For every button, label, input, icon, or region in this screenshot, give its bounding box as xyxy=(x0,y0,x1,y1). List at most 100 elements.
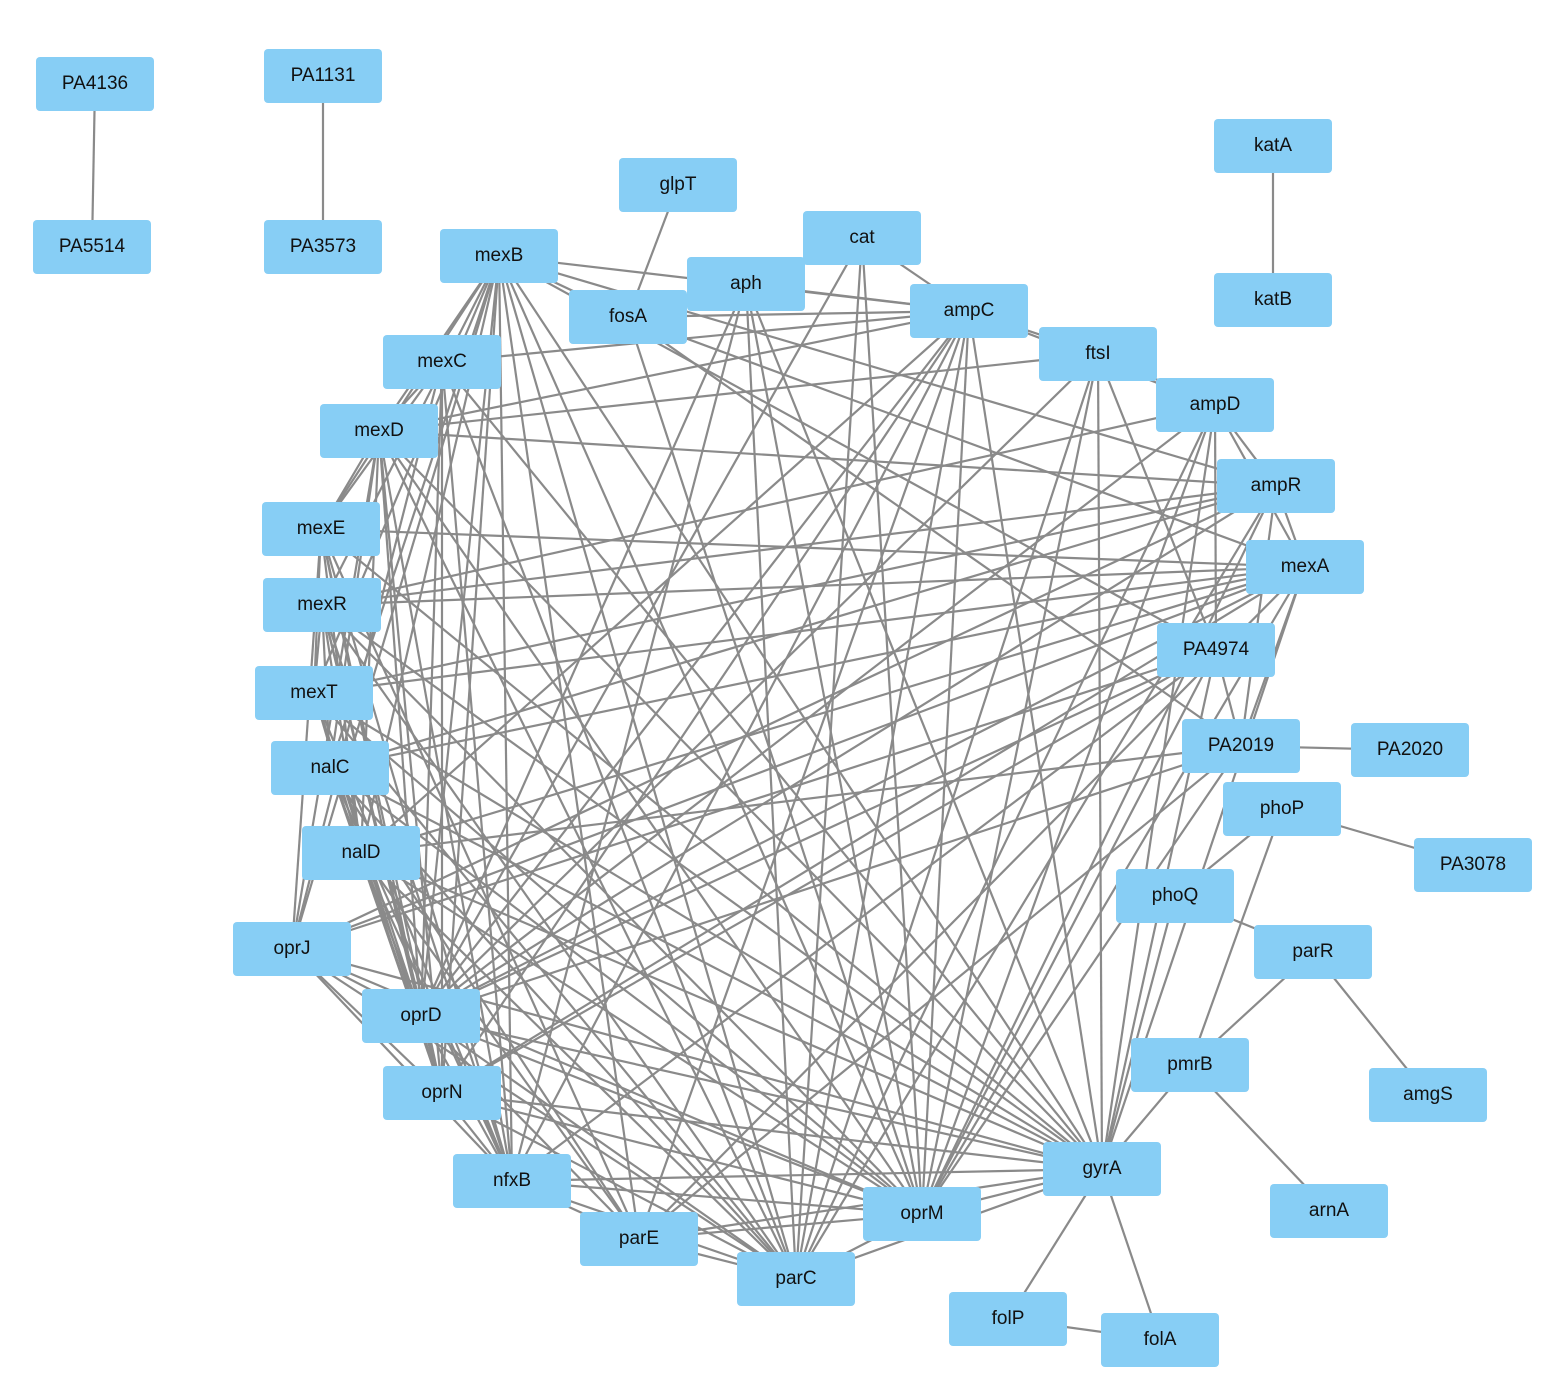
node-pa1131[interactable]: PA1131 xyxy=(264,49,382,103)
node-pa2020[interactable]: PA2020 xyxy=(1351,723,1469,777)
edge-ftsI-parC xyxy=(794,353,1100,1280)
edge-nalD-parC xyxy=(360,852,797,1280)
edge-ampR-mexR xyxy=(321,484,1277,607)
node-arna[interactable]: arnA xyxy=(1270,1184,1388,1238)
edge-mexA-nalC xyxy=(329,565,1306,770)
edge-ampR-nalC xyxy=(329,484,1277,770)
node-mexa[interactable]: mexA xyxy=(1246,540,1364,594)
node-pare[interactable]: parE xyxy=(580,1212,698,1266)
node-mexd[interactable]: mexD xyxy=(320,404,438,458)
node-pa3573[interactable]: PA3573 xyxy=(264,220,382,274)
edge-ampR-oprJ xyxy=(291,485,1277,950)
edge-mexB-oprM xyxy=(497,255,924,1215)
node-nald[interactable]: nalD xyxy=(302,826,420,880)
edge-mexA-oprJ xyxy=(291,565,1306,951)
node-folp[interactable]: folP xyxy=(949,1292,1067,1346)
node-ampc[interactable]: ampC xyxy=(910,284,1028,338)
node-glpt[interactable]: glpT xyxy=(619,158,737,212)
node-mexe[interactable]: mexE xyxy=(262,502,380,556)
node-mexb[interactable]: mexB xyxy=(440,229,558,283)
node-pa4974[interactable]: PA4974 xyxy=(1157,623,1275,677)
edge-mexE-parE xyxy=(319,528,641,1240)
edge-cat-oprD xyxy=(420,237,863,1017)
node-nalc[interactable]: nalC xyxy=(271,741,389,795)
node-oprj[interactable]: oprJ xyxy=(233,922,351,976)
node-phop[interactable]: phoP xyxy=(1223,782,1341,836)
node-gyra[interactable]: gyrA xyxy=(1043,1142,1161,1196)
edge-fosA-oprM xyxy=(626,316,924,1215)
node-oprd[interactable]: oprD xyxy=(362,989,480,1043)
edge-oprD-oprM xyxy=(420,1014,923,1216)
edge-PA2019-parE xyxy=(638,745,1242,1240)
edge-mexR-oprM xyxy=(321,604,923,1215)
node-kata[interactable]: katA xyxy=(1214,119,1332,173)
edge-oprJ-nfxB xyxy=(291,948,513,1182)
edge-pmrB-phoP xyxy=(1188,808,1284,1066)
edge-oprJ-gyrA xyxy=(291,947,1103,1171)
edge-ampC-mexD xyxy=(378,309,970,433)
node-mext[interactable]: mexT xyxy=(255,666,373,720)
edge-oprN-oprM xyxy=(441,1091,923,1216)
edge-ampD-gyrA xyxy=(1100,404,1217,1170)
edge-nalD-parE xyxy=(360,852,640,1240)
edge-mexB-nfxB xyxy=(497,255,514,1182)
edge-cat-oprM xyxy=(860,237,924,1215)
edge-ampC-nfxB xyxy=(511,310,970,1182)
edge-mexD-gyrA xyxy=(378,430,1103,1170)
edge-ampR-mexT xyxy=(313,484,1277,695)
edge-nfxB-oprM xyxy=(511,1179,923,1216)
node-pmrb[interactable]: pmrB xyxy=(1131,1038,1249,1092)
node-mexc[interactable]: mexC xyxy=(383,335,501,389)
edge-ampD-oprD xyxy=(420,404,1216,1017)
node-pa2019[interactable]: PA2019 xyxy=(1182,719,1300,773)
node-cat[interactable]: cat xyxy=(803,211,921,265)
node-oprm[interactable]: oprM xyxy=(863,1187,981,1241)
node-katb[interactable]: katB xyxy=(1214,273,1332,327)
edge-mexA-parE xyxy=(638,566,1306,1240)
edge-mexR-parC xyxy=(321,604,797,1280)
node-parc[interactable]: parC xyxy=(737,1252,855,1306)
node-oprn[interactable]: oprN xyxy=(383,1066,501,1120)
node-mexr[interactable]: mexR xyxy=(263,578,381,632)
node-fosa[interactable]: fosA xyxy=(569,290,687,344)
edge-nalC-gyrA xyxy=(329,767,1103,1170)
node-pa3078[interactable]: PA3078 xyxy=(1414,838,1532,892)
edge-oprN-parC xyxy=(441,1092,797,1280)
node-fola[interactable]: folA xyxy=(1101,1313,1219,1367)
edge-mexR-gyrA xyxy=(321,604,1103,1170)
edge-gyrA-phoQ xyxy=(1100,895,1177,1170)
node-amgs[interactable]: amgS xyxy=(1369,1068,1487,1122)
edge-mexC-gyrA xyxy=(441,361,1103,1170)
node-pa4136[interactable]: PA4136 xyxy=(36,57,154,111)
node-ftsi[interactable]: ftsI xyxy=(1039,327,1157,381)
edge-mexT-gyrA xyxy=(313,692,1103,1170)
node-nfxb[interactable]: nfxB xyxy=(453,1154,571,1208)
edge-aph-oprM xyxy=(744,283,924,1215)
edge-mexA-mexR xyxy=(321,565,1306,607)
edge-ampD-mexR xyxy=(321,403,1216,607)
edge-mexC-nfxB xyxy=(440,361,514,1182)
edge-aph-oprD xyxy=(419,283,748,1017)
edge-ampC-parE xyxy=(637,310,971,1240)
edge-oprN-gyrA xyxy=(441,1091,1103,1171)
node-aph[interactable]: aph xyxy=(687,257,805,311)
node-phoq[interactable]: phoQ xyxy=(1116,869,1234,923)
edge-ampD-oprM xyxy=(920,404,1217,1215)
edge-PA2019-oprM xyxy=(921,745,1242,1215)
edge-PA4974-oprD xyxy=(420,649,1217,1017)
edge-ftsI-oprM xyxy=(920,353,1100,1215)
node-parr[interactable]: parR xyxy=(1254,925,1372,979)
edge-mexE-gyrA xyxy=(320,528,1103,1170)
edge-PA4974-nfxB xyxy=(511,649,1217,1182)
edge-ftsI-gyrA xyxy=(1096,353,1104,1170)
edge-ampR-mexD xyxy=(378,429,1277,488)
edge-ampC-oprD xyxy=(420,310,970,1017)
edge-mexD-oprM xyxy=(378,430,923,1215)
edge-cat-parC xyxy=(794,237,864,1280)
node-ampr[interactable]: ampR xyxy=(1217,459,1335,513)
node-pa5514[interactable]: PA5514 xyxy=(33,220,151,274)
node-ampd[interactable]: ampD xyxy=(1156,378,1274,432)
edge-ampR-oprM xyxy=(921,485,1277,1215)
